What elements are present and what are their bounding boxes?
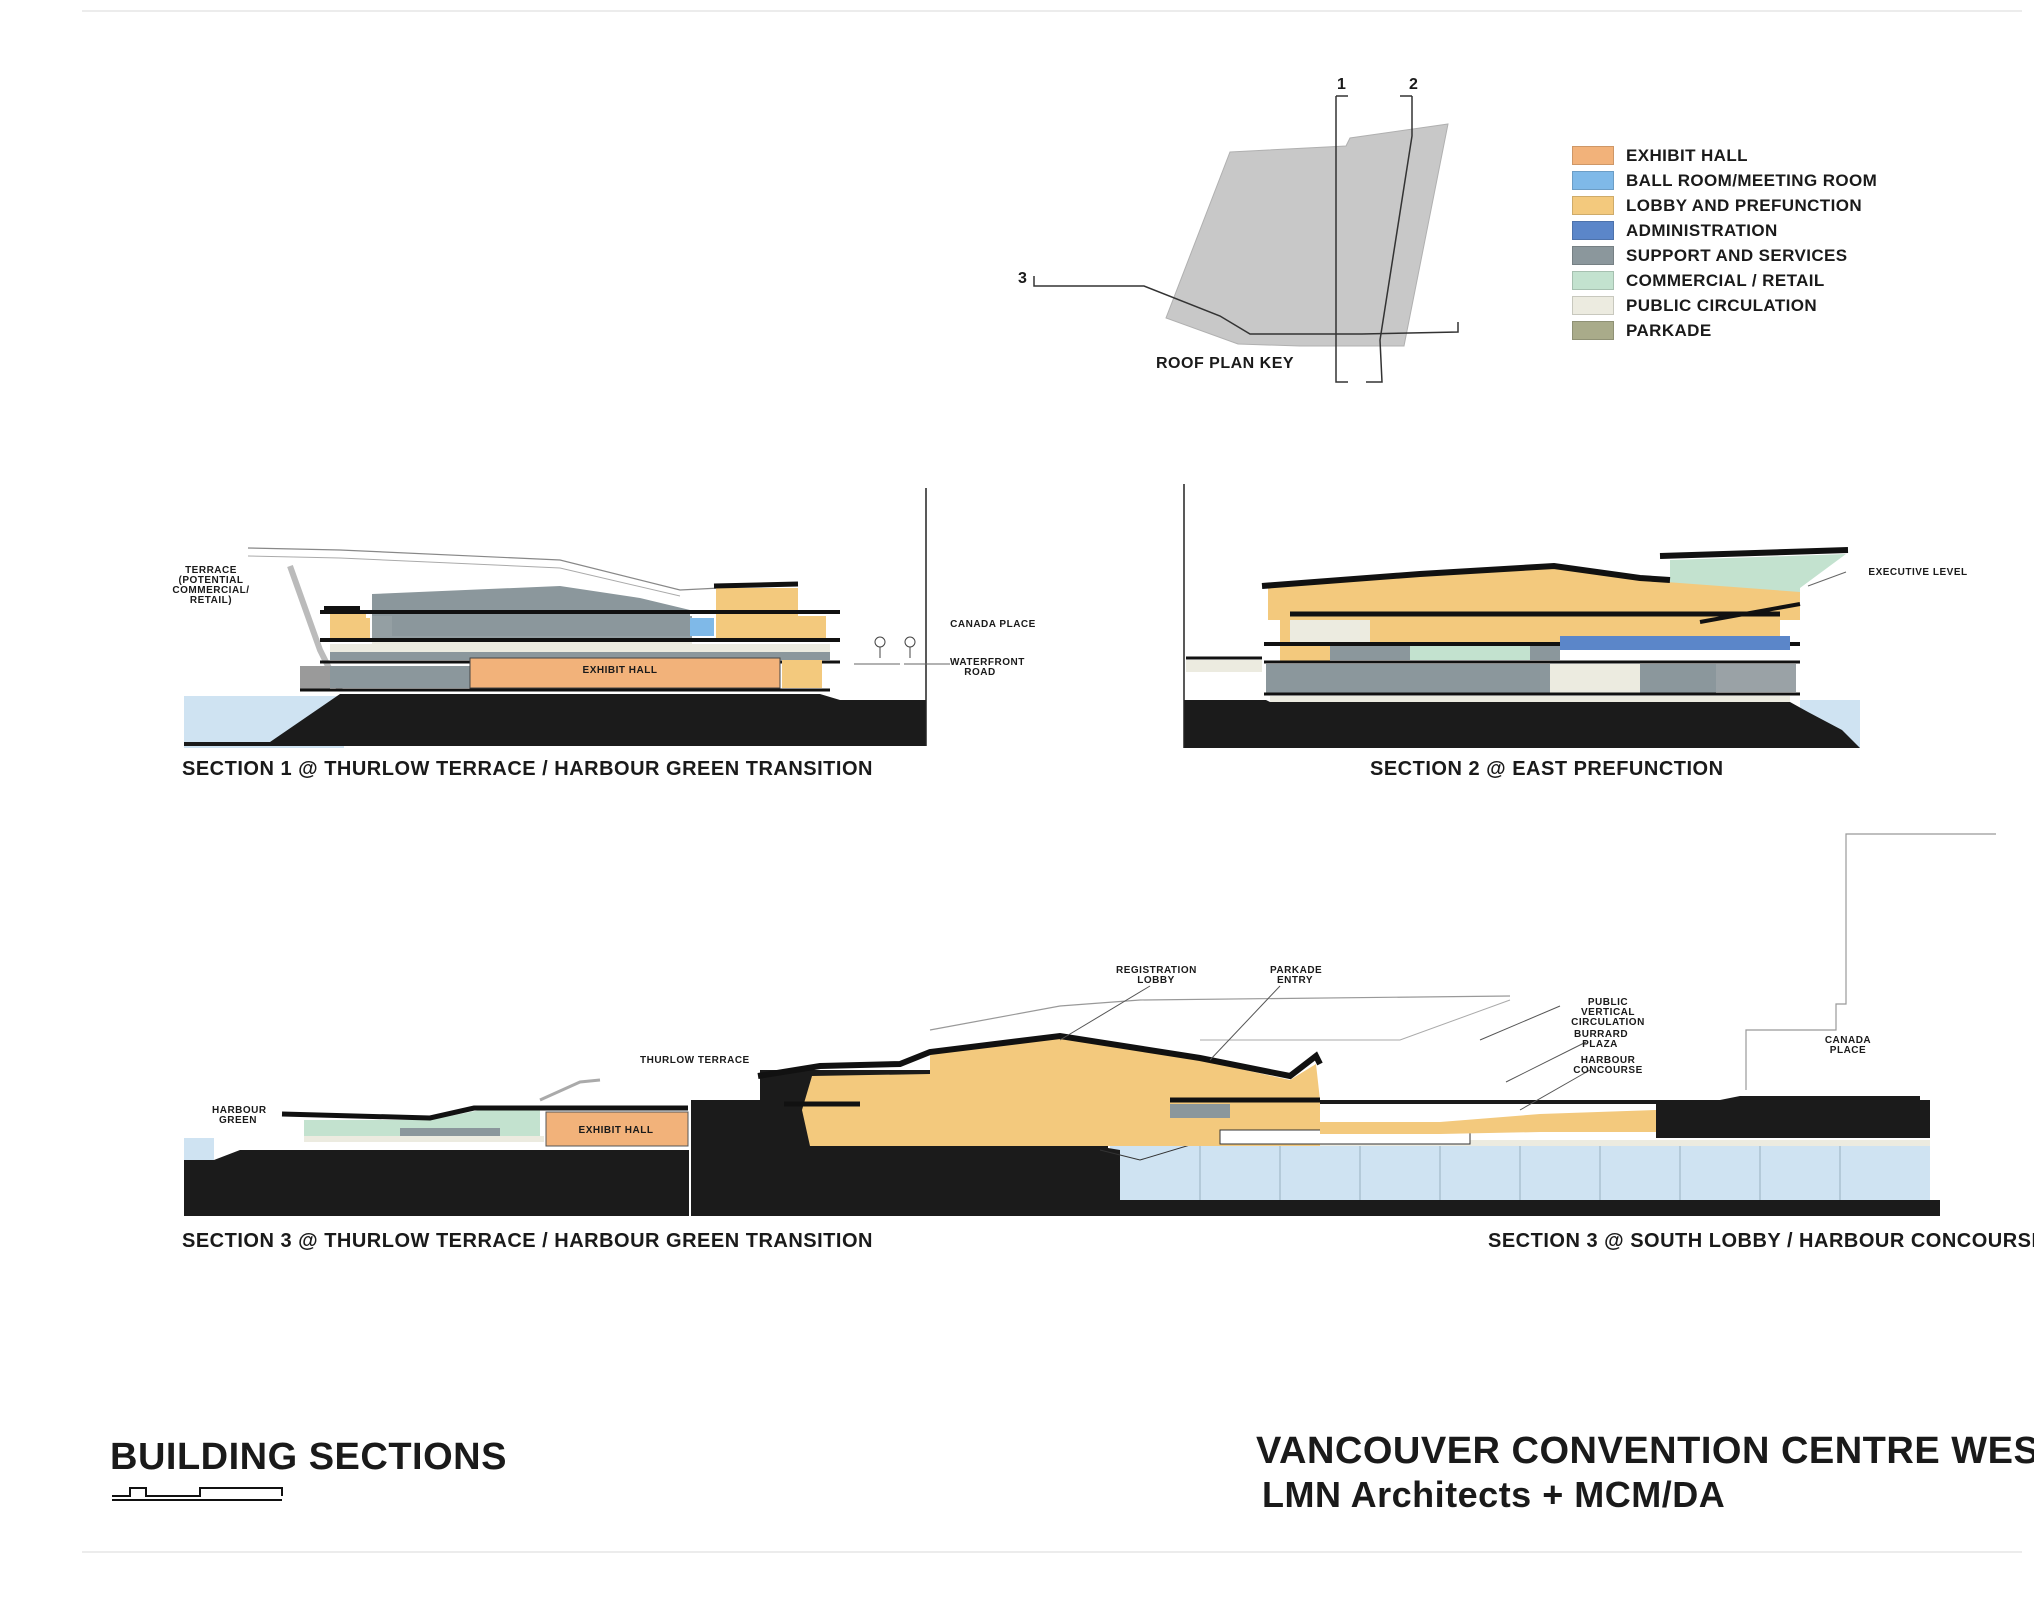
legend-item: LOBBY AND PREFUNCTION: [1572, 193, 1877, 218]
legend-label: EXHIBIT HALL: [1626, 145, 1748, 165]
legend-item: EXHIBIT HALL: [1572, 143, 1877, 168]
legend-swatch: [1572, 246, 1614, 265]
exhibit-hall-label: EXHIBIT HALL: [578, 1125, 654, 1136]
legend-item: ADMINISTRATION: [1572, 218, 1877, 243]
scale-bar: [112, 1487, 283, 1501]
exhibit-hall-volume: [545, 1111, 689, 1147]
section-2-caption: SECTION 2 @ EAST PREFUNCTION: [1370, 758, 1724, 780]
legend-label: COMMERCIAL / RETAIL: [1626, 270, 1825, 290]
architects-credit: LMN Architects + MCM/DA: [1262, 1474, 1726, 1515]
bottom-rule: [82, 1551, 2022, 1553]
legend-label: LOBBY AND PREFUNCTION: [1626, 195, 1863, 215]
legend-swatch: [1572, 321, 1614, 340]
legend-swatch: [1572, 171, 1614, 190]
legend-label: SUPPORT AND SERVICES: [1626, 245, 1848, 265]
registration-lobby-label: REGISTRATION LOBBY: [1116, 965, 1197, 986]
section-1-caption: SECTION 1 @ THURLOW TERRACE / HARBOUR GR…: [182, 758, 873, 780]
burrard-plaza-label: BURRARD PLAZA: [1574, 1029, 1629, 1050]
legend-label: ADMINISTRATION: [1626, 220, 1778, 240]
roof-plan-footprint: [1165, 123, 1449, 347]
legend-swatch: [1572, 271, 1614, 290]
sheet-title: BUILDING SECTIONS: [110, 1436, 507, 1478]
parkade-entry-label: PARKADE ENTRY: [1270, 965, 1323, 986]
exhibit-hall-label: EXHIBIT HALL: [582, 665, 658, 676]
roof-plan-marker-1: 1: [1337, 76, 1347, 93]
section-3-drawing: [184, 833, 1996, 1216]
top-rule: [82, 10, 2022, 12]
legend-item: PUBLIC CIRCULATION: [1572, 293, 1877, 318]
exhibit-hall-volume: [469, 657, 781, 689]
legend-item: SUPPORT AND SERVICES: [1572, 243, 1877, 268]
legend-swatch: [1572, 146, 1614, 165]
roof-plan-key: [1033, 95, 1459, 383]
section-cut-line-2: [1366, 95, 1413, 383]
ground: [184, 694, 926, 746]
harbour-concourse-label: HARBOUR CONCOURSE: [1573, 1055, 1643, 1076]
project-title: VANCOUVER CONVENTION CENTRE WEST: [1256, 1430, 2034, 1472]
roof-plan-key-label: ROOF PLAN KEY: [1156, 355, 1295, 372]
waterfront-road-label: WATERFRONT ROAD: [950, 657, 1025, 678]
lobby-volume: [802, 1038, 1320, 1146]
legend-item: COMMERCIAL / RETAIL: [1572, 268, 1877, 293]
roof-plan-marker-2: 2: [1409, 76, 1419, 93]
harbour-green-label: HARBOUR GREEN: [212, 1105, 267, 1126]
section-cut-line-3: [1033, 276, 1459, 335]
canada-place-label: CANADA PLACE: [950, 619, 1036, 630]
support-services-volume: [1266, 664, 1716, 694]
legend-label: PUBLIC CIRCULATION: [1626, 295, 1818, 315]
section-cut-line-1: [1335, 95, 1348, 383]
legend-swatch: [1572, 296, 1614, 315]
roof-plan-marker-3: 3: [1018, 270, 1028, 287]
thurlow-terrace-label: THURLOW TERRACE: [640, 1055, 750, 1066]
section-1-drawing: [184, 488, 950, 748]
lobby-volume: [1268, 568, 1800, 620]
public-vertical-circulation-label: PUBLIC VERTICAL CIRCULATION: [1571, 997, 1645, 1028]
canada-place-label: CANADA PLACE: [1824, 1035, 1872, 1056]
legend-swatch: [1572, 196, 1614, 215]
legend-item: BALL ROOM/MEETING ROOM: [1572, 168, 1877, 193]
water: [184, 1138, 214, 1162]
ground: [184, 1150, 690, 1216]
executive-level-label: EXECUTIVE LEVEL: [1868, 567, 1968, 578]
section-2-drawing: [1183, 484, 1860, 748]
ground: [1184, 700, 1860, 748]
terrace-label: TERRACE (POTENTIAL COMMERCIAL/ RETAIL): [172, 565, 250, 606]
legend-swatch: [1572, 221, 1614, 240]
section-3-right-caption: SECTION 3 @ SOUTH LOBBY / HARBOUR CONCOU…: [1488, 1230, 2034, 1252]
legend-item: PARKADE: [1572, 318, 1877, 343]
color-legend: EXHIBIT HALL BALL ROOM/MEETING ROOM LOBB…: [1572, 143, 1877, 343]
legend-label: BALL ROOM/MEETING ROOM: [1626, 170, 1878, 190]
legend-label: PARKADE: [1626, 320, 1712, 340]
section-3-left-caption: SECTION 3 @ THURLOW TERRACE / HARBOUR GR…: [182, 1230, 873, 1252]
